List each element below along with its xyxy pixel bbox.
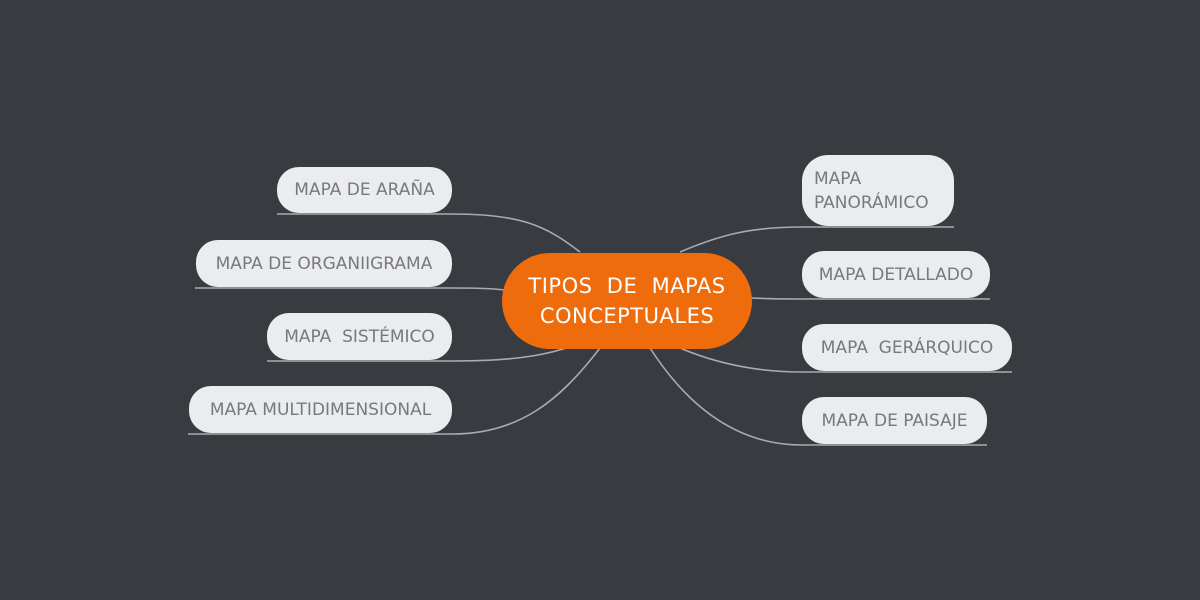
node-mapa-gerarquico[interactable]: MAPA GERÁRQUICO	[802, 324, 1012, 371]
node-label-line-1: MAPA	[814, 168, 862, 189]
node-label: MAPA DE ARAÑA	[294, 180, 435, 200]
node-label: MAPA GERÁRQUICO	[820, 337, 994, 358]
connector-mapa-sistemico	[267, 344, 576, 362]
node-label-line-2: PANORÁMICO	[814, 192, 929, 213]
node-label: MAPA DE PAISAJE	[821, 410, 968, 431]
node-mapa-de-organigrama[interactable]: MAPA DE ORGANIIGRAMA	[196, 240, 452, 287]
connector-mapa-de-arana	[277, 213, 581, 253]
connector-mapa-de-paisaje	[649, 347, 987, 446]
connector-mapa-de-organigrama	[195, 287, 505, 291]
node-label: MAPA SISTÉMICO	[284, 326, 435, 347]
connector-mapa-multidimensional	[188, 347, 601, 435]
central-topic-line-2: CONCEPTUALES	[539, 304, 715, 328]
node-mapa-detallado[interactable]: MAPA DETALLADO	[802, 251, 990, 298]
central-topic[interactable]: TIPOS DE MAPAS CONCEPTUALES	[502, 253, 752, 349]
node-mapa-de-paisaje[interactable]: MAPA DE PAISAJE	[802, 397, 987, 444]
node-label: MAPA DE ORGANIIGRAMA	[215, 253, 433, 274]
node-label: MAPA DETALLADO	[818, 264, 974, 285]
central-topic-line-1: TIPOS DE MAPAS	[528, 274, 726, 298]
connector-mapa-gerarquico	[679, 347, 1012, 373]
connector-mapa-detallado	[751, 297, 990, 300]
node-mapa-de-arana[interactable]: MAPA DE ARAÑA	[277, 167, 452, 213]
node-mapa-sistemico[interactable]: MAPA SISTÉMICO	[267, 313, 452, 360]
node-label: MAPA MULTIDIMENSIONAL	[209, 399, 432, 420]
node-mapa-panoramico[interactable]: MAPA PANORÁMICO	[802, 155, 954, 226]
connector-mapa-panoramico	[679, 226, 954, 253]
node-mapa-multidimensional[interactable]: MAPA MULTIDIMENSIONAL	[189, 386, 452, 433]
